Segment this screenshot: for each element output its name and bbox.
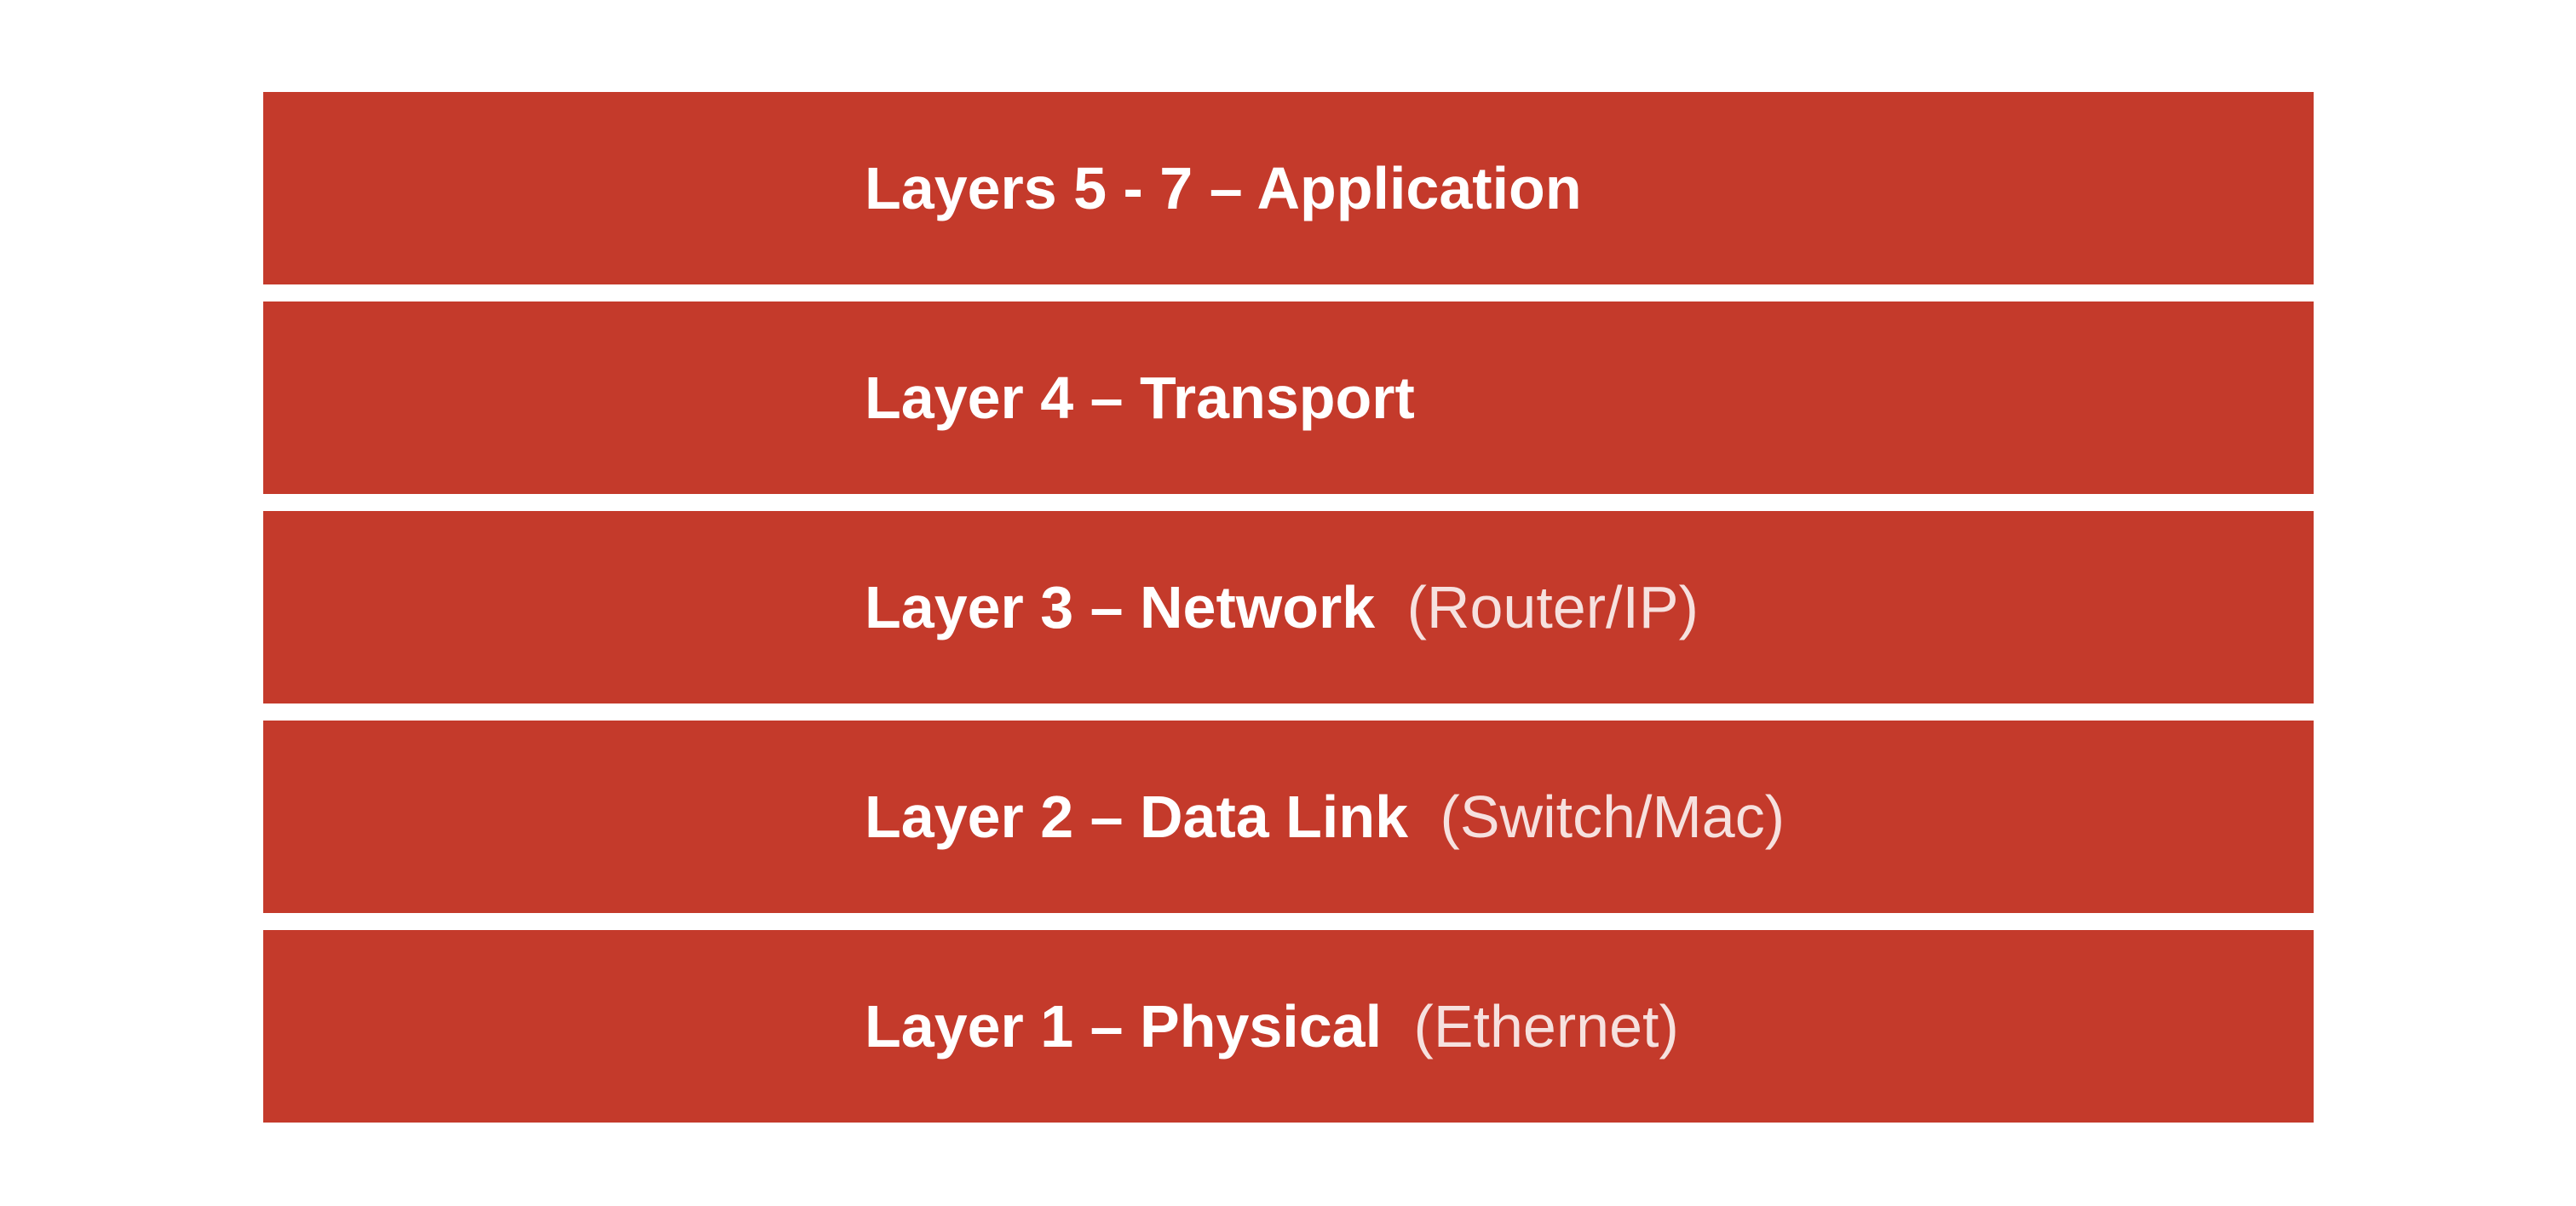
layer-bar-application: Layers 5 - 7 – Application xyxy=(263,92,2314,284)
layer-bar-text: Layer 3 – Network (Router/IP) xyxy=(865,577,1699,637)
layer-bar-transport: Layer 4 – Transport xyxy=(263,302,2314,494)
layer-bar-text: Layer 1 – Physical (Ethernet) xyxy=(865,996,1679,1056)
layer-annotation: (Router/IP) xyxy=(1406,574,1699,640)
layer-bar-text: Layer 2 – Data Link (Switch/Mac) xyxy=(865,787,1785,847)
layer-bar-network: Layer 3 – Network (Router/IP) xyxy=(263,511,2314,704)
layer-title: Layer 1 – Physical xyxy=(865,993,1383,1060)
layer-annotation: (Ethernet) xyxy=(1413,993,1679,1060)
layer-title: Layer 4 – Transport xyxy=(865,365,1415,431)
layer-bar-physical: Layer 1 – Physical (Ethernet) xyxy=(263,930,2314,1123)
layer-title: Layer 2 – Data Link xyxy=(865,784,1409,850)
layer-title: Layers 5 - 7 – Application xyxy=(865,155,1582,221)
layer-bar-data-link: Layer 2 – Data Link (Switch/Mac) xyxy=(263,721,2314,913)
layer-title: Layer 3 – Network xyxy=(865,574,1376,640)
layer-annotation: (Switch/Mac) xyxy=(1440,784,1785,850)
layer-bar-text: Layer 4 – Transport xyxy=(865,368,1415,428)
layer-bar-text: Layers 5 - 7 – Application xyxy=(865,158,1582,218)
layer-stack: Layers 5 - 7 – Application Layer 4 – Tra… xyxy=(263,92,2314,1123)
